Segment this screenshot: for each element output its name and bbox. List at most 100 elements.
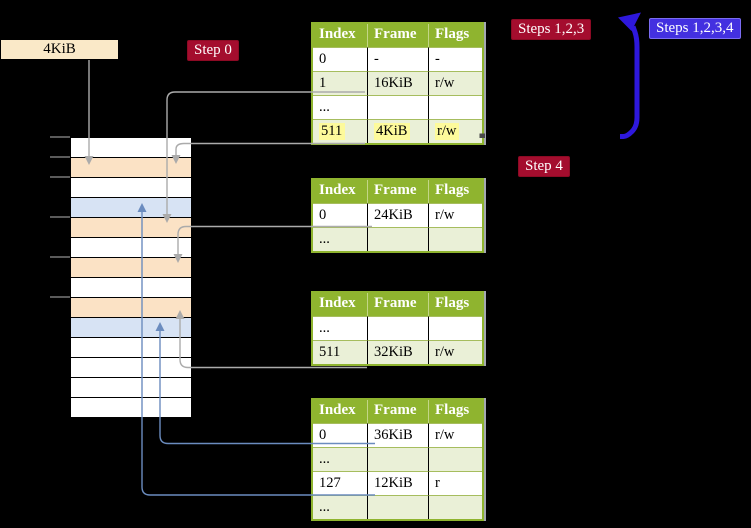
memory-frame-1-page-table: [71, 157, 191, 177]
memory-address-tick: [50, 216, 70, 218]
column-header-frame: Frame: [368, 24, 429, 47]
table-row: 511 4KiB r/w: [313, 119, 482, 143]
table-cell: 12KiB: [368, 471, 429, 495]
steps-cycle-arrow-head: [618, 12, 641, 31]
table-cell: ...: [313, 447, 368, 471]
table-cell: r/w: [429, 71, 482, 95]
table-cell: [429, 95, 482, 119]
table-cell: 511: [313, 340, 368, 364]
table-cell: [368, 95, 429, 119]
table-cell: r/w: [429, 203, 482, 227]
memory-frame-5-free: [71, 237, 191, 257]
table-row: ...: [313, 95, 482, 119]
table-cell: r/w: [429, 340, 482, 364]
table-cell: 4KiB: [368, 119, 429, 143]
highlighted-value: 4KiB: [374, 123, 411, 140]
table-cell: [368, 447, 429, 471]
table-cell: ...: [313, 227, 368, 251]
table-row: ...: [313, 447, 482, 471]
table-row: ...: [313, 227, 482, 251]
column-header-flags: Flags: [429, 293, 482, 316]
memory-frame-12-free: [71, 377, 191, 397]
table-cell: 511: [313, 119, 368, 143]
steps-1-2-3-4-badge: Steps 1,2,3,4: [649, 18, 741, 39]
table-row: ...: [313, 316, 482, 340]
memory-address-tick: [50, 296, 70, 298]
table-row: 0--: [313, 47, 482, 71]
table-cell: [368, 495, 429, 519]
table-cell: [429, 227, 482, 251]
column-header-flags: Flags: [429, 24, 482, 47]
column-header-index: Index: [313, 400, 368, 423]
memory-frame-7-free: [71, 277, 191, 297]
table-cell: [429, 495, 482, 519]
physical-memory-column: [70, 137, 192, 418]
table-cell: 36KiB: [368, 423, 429, 447]
highlighted-value: r/w: [435, 123, 460, 140]
table-cell: [429, 447, 482, 471]
column-header-index: Index: [313, 180, 368, 203]
memory-frame-3-mapped: [71, 197, 191, 217]
table-cell: 32KiB: [368, 340, 429, 364]
memory-address-tick: [50, 176, 70, 178]
table-cell: ...: [313, 495, 368, 519]
table-cell: 16KiB: [368, 71, 429, 95]
memory-frame-11-free: [71, 357, 191, 377]
column-header-flags: Flags: [429, 400, 482, 423]
table-cell: -: [368, 47, 429, 71]
highlighted-value: 511: [319, 123, 346, 140]
memory-frame-4-page-table: [71, 217, 191, 237]
table-cell: r/w: [429, 423, 482, 447]
memory-frame-2-free: [71, 177, 191, 197]
table-cell: ...: [313, 316, 368, 340]
table-cell: 1: [313, 71, 368, 95]
memory-frame-9-mapped: [71, 317, 191, 337]
cr3-value-box: 4KiB: [1, 40, 118, 59]
memory-frame-6-page-table: [71, 257, 191, 277]
memory-address-tick: [50, 256, 70, 258]
steps-1-2-3-badge: Steps 1,2,3: [511, 19, 592, 40]
steps-cycle-arrow: [620, 25, 640, 139]
column-header-index: Index: [313, 24, 368, 47]
table-cell: 127: [313, 471, 368, 495]
table-cell: [429, 316, 482, 340]
table-cell: [368, 227, 429, 251]
memory-frame-8-page-table: [71, 297, 191, 317]
memory-address-tick: [50, 136, 70, 138]
column-header-frame: Frame: [368, 400, 429, 423]
table-cell: 0: [313, 47, 368, 71]
memory-frame-13-free: [71, 397, 191, 417]
table-cell: r: [429, 471, 482, 495]
table-cell: 0: [313, 203, 368, 227]
table-cell: ...: [313, 95, 368, 119]
column-header-frame: Frame: [368, 293, 429, 316]
table-cell: [368, 316, 429, 340]
table-cell: r/w: [429, 119, 482, 143]
table-cell: -: [429, 47, 482, 71]
table-row: ...: [313, 495, 482, 519]
column-header-index: Index: [313, 293, 368, 316]
step-4-badge: Step 4: [518, 156, 570, 177]
memory-address-tick: [50, 156, 70, 158]
column-header-flags: Flags: [429, 180, 482, 203]
step-0-badge: Step 0: [187, 40, 239, 61]
connection-l4-entry-511-recursive: [175, 142, 365, 155]
memory-frame-10-free: [71, 337, 191, 357]
column-header-frame: Frame: [368, 180, 429, 203]
memory-frame-0-free: [71, 138, 191, 157]
table-cell: 0: [313, 423, 368, 447]
